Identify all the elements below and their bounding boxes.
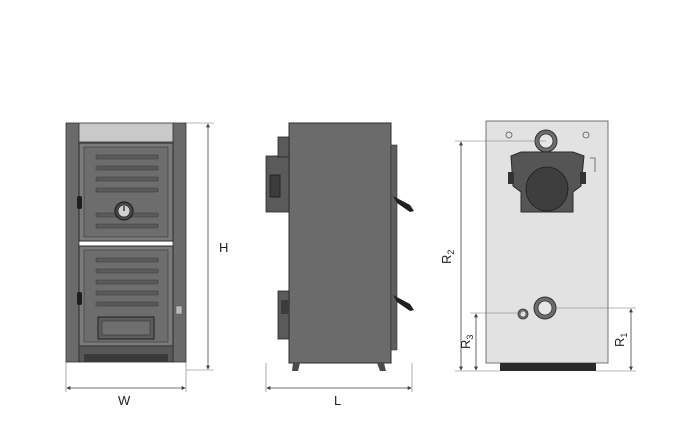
svg-text:R1: R1	[612, 333, 629, 347]
r1-subscript: 1	[619, 333, 629, 338]
dimension-l: L	[265, 363, 413, 408]
lower-door	[77, 245, 174, 347]
r2-subscript: 2	[446, 250, 456, 255]
r3-subscript: 3	[465, 335, 475, 340]
dimension-r3: R3	[458, 312, 523, 371]
dimension-w: W	[65, 362, 187, 408]
svg-text:R2: R2	[439, 250, 456, 264]
upper-handle-icon	[77, 196, 82, 209]
svg-text:R3: R3	[458, 335, 475, 349]
gauge-icon	[114, 201, 134, 221]
drain-connection-icon	[517, 308, 529, 320]
lower-lever-icon	[393, 295, 414, 311]
flue-outlet-icon	[508, 151, 586, 213]
front-view	[65, 122, 187, 363]
r1-letter: R	[612, 338, 627, 347]
lower-handle-icon	[77, 292, 82, 305]
dimension-r2: R2	[439, 140, 546, 372]
height-label: H	[219, 240, 228, 255]
length-label: L	[334, 393, 341, 408]
width-label: W	[118, 393, 131, 408]
r3-letter: R	[458, 340, 473, 349]
upper-door	[77, 142, 174, 242]
rear-view	[485, 120, 609, 371]
dimension-h: H	[186, 122, 228, 371]
upper-lever-icon	[393, 196, 414, 212]
dimension-r1: R1	[556, 307, 636, 372]
side-view	[265, 122, 414, 371]
return-connection-icon	[533, 296, 557, 320]
r2-letter: R	[439, 255, 454, 264]
